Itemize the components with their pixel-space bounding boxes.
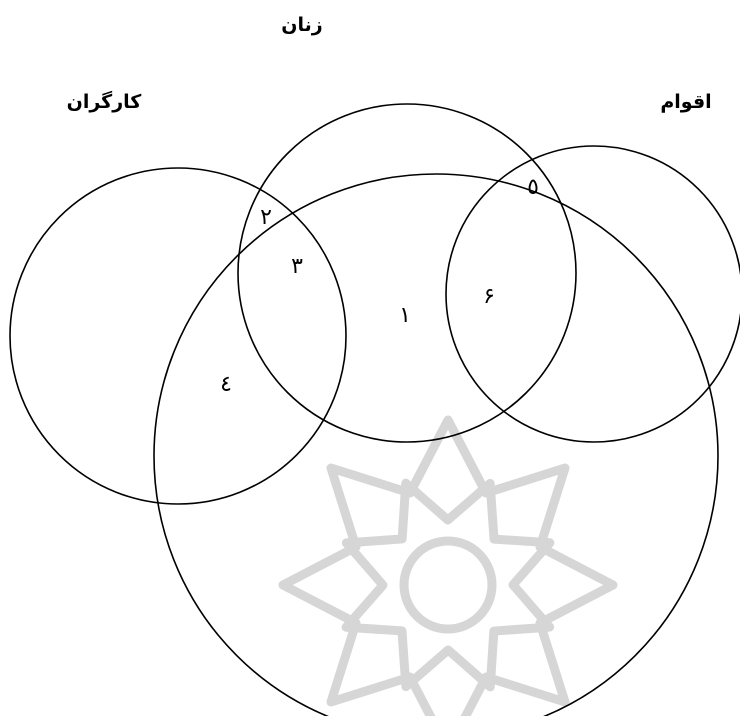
region-6: ۶ (483, 284, 495, 309)
region-4: ٤ (220, 372, 232, 397)
women-circle (238, 104, 576, 442)
region-1: ۱ (399, 303, 411, 328)
workers-circle (10, 168, 346, 504)
region-5: ٥ (527, 175, 539, 200)
rosette-watermark (283, 420, 613, 716)
region-2: ۲ (260, 205, 272, 230)
region-3: ۳ (291, 254, 303, 279)
label-women: زنان (281, 14, 322, 36)
label-workers: کارگران (67, 90, 143, 113)
label-ethnicities: اقوام (660, 91, 711, 113)
